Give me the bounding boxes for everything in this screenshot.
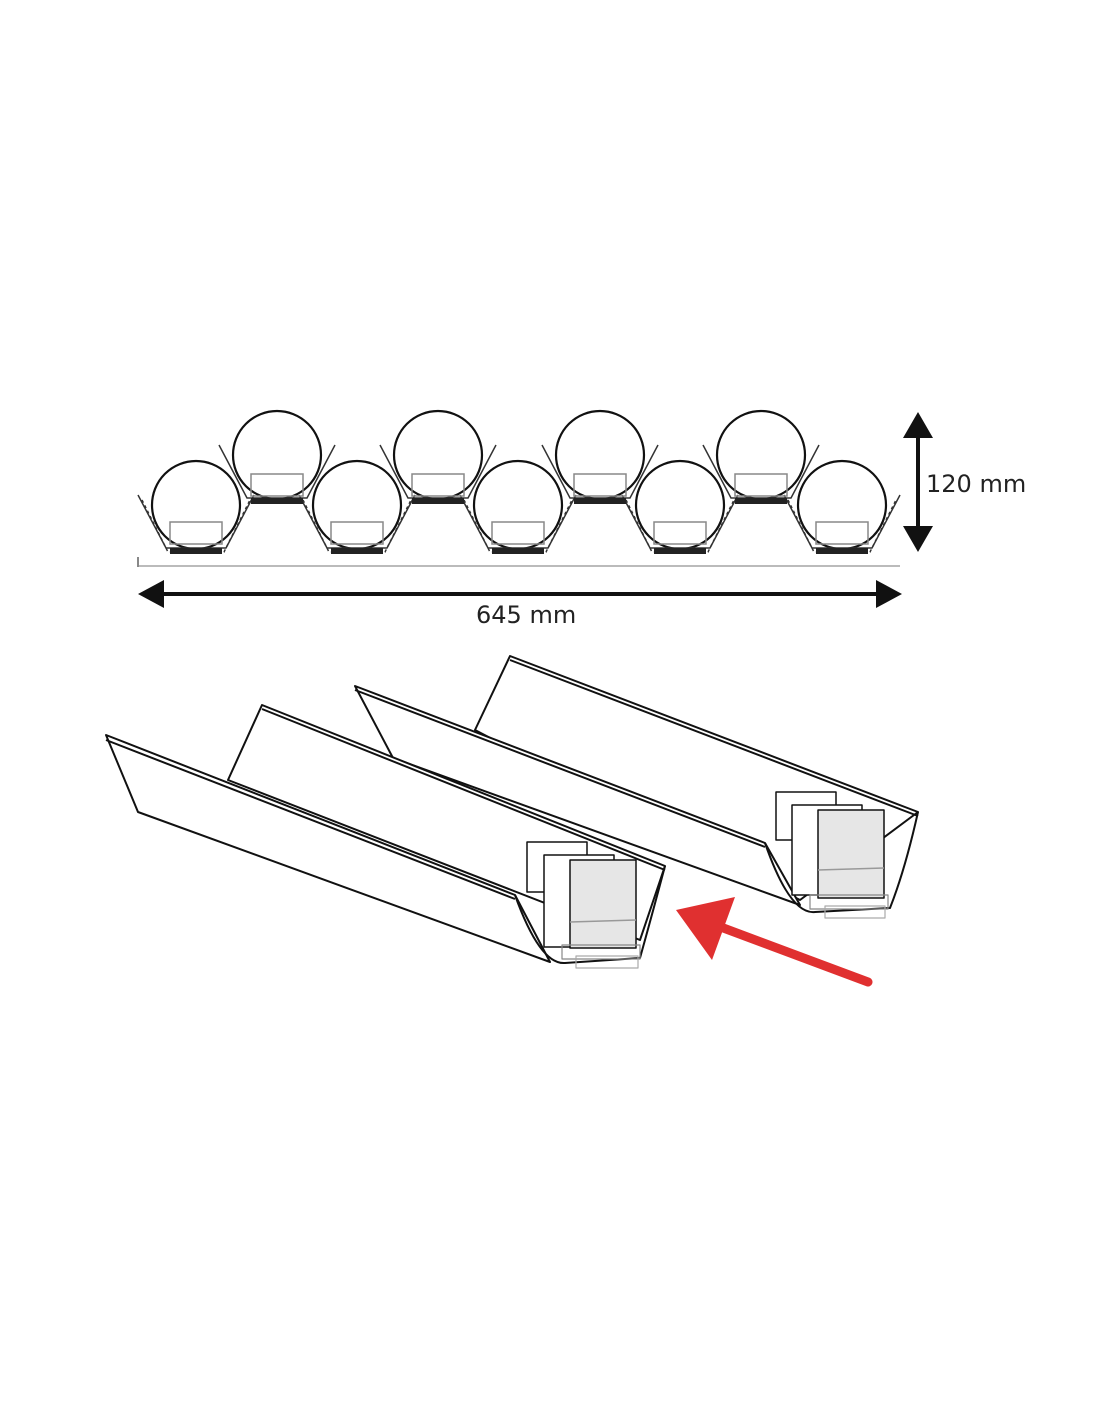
rail-left: [105, 704, 666, 969]
bottle: [634, 459, 726, 551]
bottle: [715, 409, 807, 501]
arrow-left-icon: [138, 580, 164, 608]
red-pointer-arrow-icon: [676, 897, 873, 987]
arrow-right-icon: [876, 580, 902, 608]
top-cradles: [218, 444, 820, 504]
bottle: [311, 459, 403, 551]
isometric-view: [105, 655, 919, 969]
rail-device-right: [775, 791, 889, 919]
bottle: [150, 459, 242, 551]
bottom-cradles: [137, 494, 901, 554]
arrow-down-icon: [903, 526, 933, 552]
bottle: [472, 459, 564, 551]
bottle: [392, 409, 484, 501]
bottle: [554, 409, 646, 501]
bottle: [231, 409, 323, 501]
height-label: 120 mm: [926, 470, 1026, 498]
width-dimension: 645 mm: [138, 580, 902, 629]
arrow-up-icon: [903, 412, 933, 438]
rail-device-left: [526, 841, 641, 969]
rail-right: [354, 655, 919, 919]
width-label: 645 mm: [476, 601, 576, 629]
bottle: [796, 459, 888, 551]
front-view: 120 mm 645 mm: [137, 409, 1026, 629]
height-dimension: 120 mm: [903, 412, 1026, 552]
